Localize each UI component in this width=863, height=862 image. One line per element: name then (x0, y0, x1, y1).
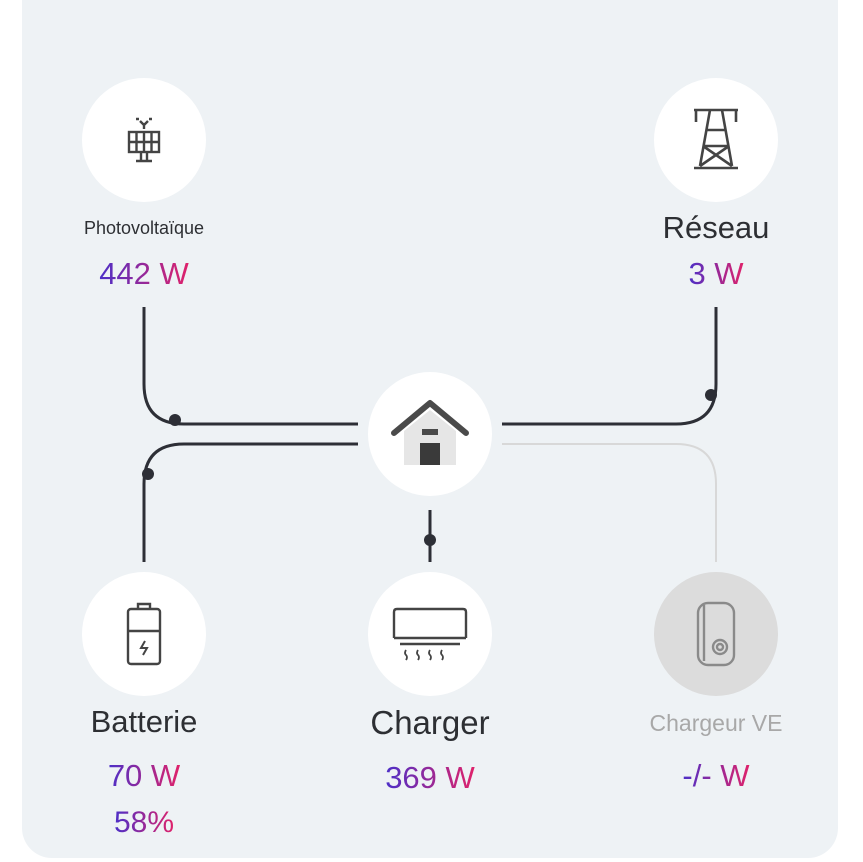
charger-power: 369 W (385, 760, 475, 795)
grid-flow-line (502, 307, 718, 426)
grid-power: 3 W (688, 256, 744, 291)
solar-panel-icon (127, 117, 161, 163)
house-icon (391, 400, 469, 465)
charger-flow-dot (424, 534, 436, 546)
power-tower-icon (694, 108, 738, 170)
ev-flow-line (502, 443, 717, 562)
air-conditioner-icon (392, 607, 468, 661)
battery-icon (126, 602, 162, 666)
ev-charger-icon (696, 601, 736, 667)
battery-flow-dot (142, 468, 154, 480)
home-node[interactable] (368, 372, 492, 496)
charger-node[interactable] (368, 572, 492, 696)
battery-node[interactable] (82, 572, 206, 696)
battery-flow-line (142, 442, 358, 562)
grid-node[interactable] (654, 78, 778, 202)
battery-power: 70 W (107, 758, 181, 793)
pv-flow-line (142, 307, 358, 426)
pv-label: Photovoltaïque (83, 218, 205, 238)
grid-flow-dot (705, 389, 717, 401)
pv-node[interactable] (82, 78, 206, 202)
grid-label: Réseau (662, 210, 770, 245)
battery-soc: 58% (113, 806, 175, 839)
ev-charger-label: Chargeur VE (649, 710, 783, 736)
battery-label: Batterie (90, 704, 198, 739)
charger-label: Charger (370, 704, 490, 741)
ev-charger-node[interactable] (654, 572, 778, 696)
ev-charger-power: -/- W (682, 758, 750, 793)
pv-flow-dot (169, 414, 181, 426)
pv-power: 442 W (99, 256, 189, 291)
